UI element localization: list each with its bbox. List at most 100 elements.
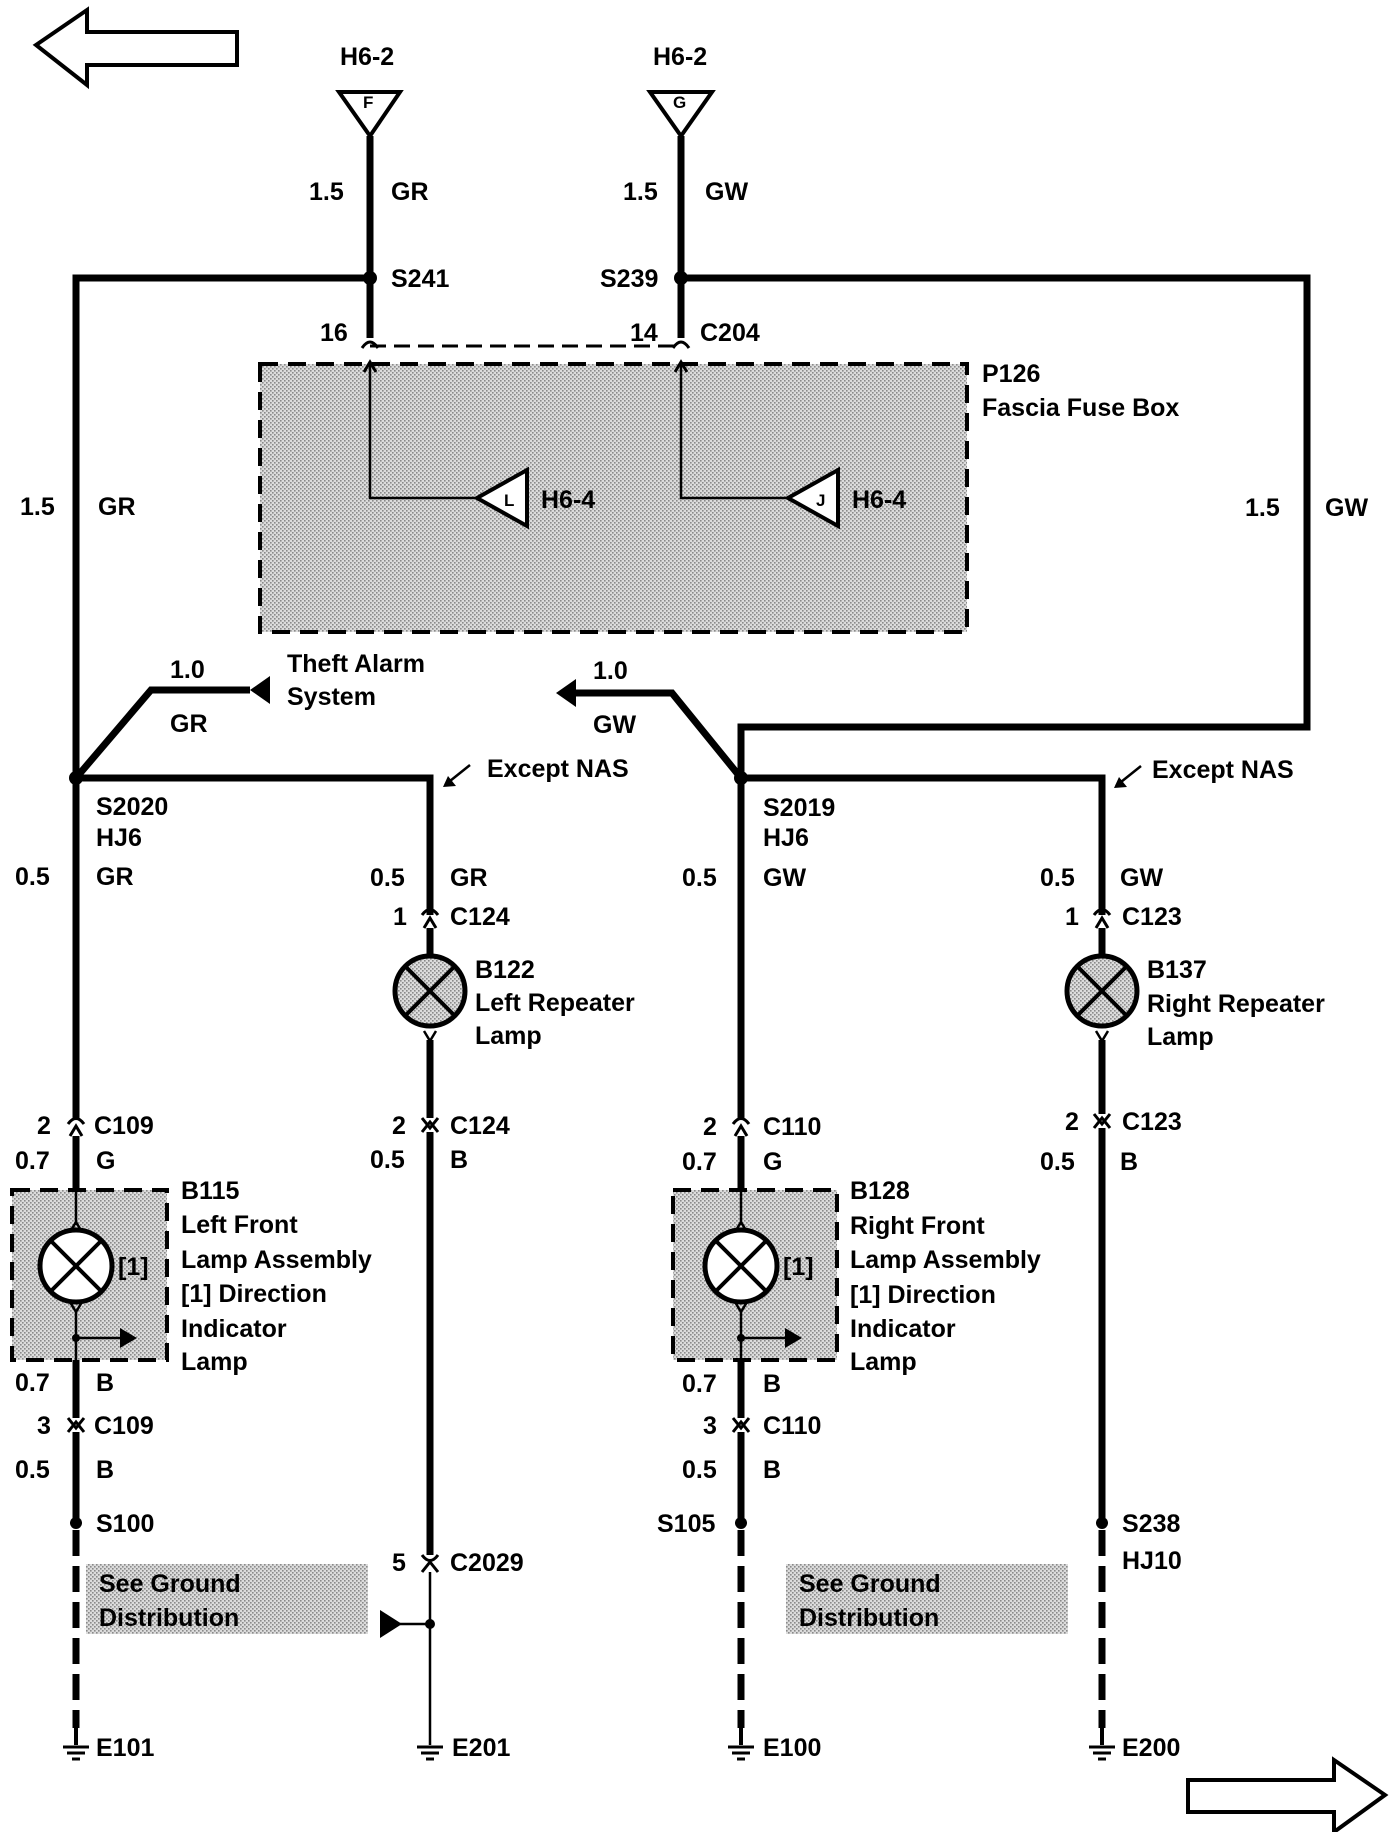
lf-in-size: 0.7: [15, 1147, 50, 1175]
lf-conn-top: C109: [94, 1112, 154, 1140]
rf-line1: Right Front: [850, 1212, 985, 1240]
lr-pin-bot: 2: [392, 1112, 406, 1140]
rf-in-color: G: [763, 1148, 782, 1176]
theft-gr-size: 1.0: [170, 656, 205, 684]
rf-line5: Lamp: [850, 1348, 917, 1376]
rf-conn-bot: C110: [763, 1412, 821, 1440]
rf-out-color: B: [763, 1370, 781, 1398]
lf-line1: Left Front: [181, 1211, 298, 1239]
theft-label-2: System: [287, 683, 376, 711]
rf-tag: [1]: [783, 1253, 814, 1281]
fuse-left-triangle-icon: [472, 466, 529, 530]
rr-pin-top: 1: [1065, 903, 1079, 931]
ground-symbol-icon: [417, 1745, 443, 1761]
rr-id: B137: [1147, 956, 1207, 984]
fuse-box-id: P126: [982, 360, 1040, 388]
lf-feed-color: GR: [96, 863, 134, 891]
lf-line2: Lamp Assembly: [181, 1246, 372, 1274]
ground-note-right: [786, 1564, 1068, 1634]
fuse-pin-gw: 14: [630, 319, 658, 347]
rf-out-size: 0.7: [682, 1370, 717, 1398]
theft-gr-color: GR: [170, 710, 208, 738]
lf-line4: Indicator: [181, 1315, 287, 1343]
input-left-letter: F: [363, 93, 373, 112]
ground-e101: E101: [96, 1734, 154, 1762]
fuse-left-ref: H6-4: [541, 486, 595, 514]
rr-conn-bot: C123: [1122, 1108, 1182, 1136]
rf-conn-top: C110: [763, 1113, 821, 1141]
input-left-ref: H6-2: [340, 43, 394, 71]
lr-id: B122: [475, 956, 535, 984]
feed-left-size: 1.5: [20, 493, 55, 521]
lf-low-color: B: [96, 1456, 114, 1484]
input-left-triangle-icon: [335, 90, 404, 140]
ground-note-left-1: See Ground: [99, 1570, 241, 1598]
theft-gw-size: 1.0: [593, 657, 628, 685]
lf-tag: [1]: [118, 1253, 149, 1281]
lf-id: B115: [181, 1177, 239, 1205]
lr-top-color: GR: [450, 864, 488, 892]
fuse-right-triangle-icon: [783, 466, 840, 530]
input-left-size: 1.5: [309, 178, 344, 206]
lr-conn-bot: C124: [450, 1112, 510, 1140]
splice-s2019-loc: HJ6: [763, 824, 809, 852]
splice-s241-label: S241: [391, 265, 449, 293]
ground-symbol-icon: [728, 1728, 754, 1761]
lr-top-size: 0.5: [370, 864, 405, 892]
rr-splice-loc: HJ10: [1122, 1547, 1182, 1575]
input-right-size: 1.5: [623, 178, 658, 206]
rf-low-size: 0.5: [682, 1456, 717, 1484]
rr-top-size: 0.5: [1040, 864, 1075, 892]
lr-line2: Lamp: [475, 1022, 542, 1050]
lamp-bulb-icon: [1064, 953, 1140, 1029]
feed-left-color: GR: [98, 493, 136, 521]
input-right-triangle-icon: [646, 90, 716, 140]
lr-bot-color: B: [450, 1146, 468, 1174]
rf-feed-color: GW: [763, 864, 806, 892]
lf-line5: Lamp: [181, 1348, 248, 1376]
rr-line1: Right Repeater: [1147, 990, 1325, 1018]
splice-s2020-loc: HJ6: [96, 824, 142, 852]
lf-conn-bot: C109: [94, 1412, 154, 1440]
ground-e201: E201: [452, 1734, 510, 1762]
theft-label-1: Theft Alarm: [287, 650, 425, 678]
right-arrow-icon[interactable]: [1186, 1756, 1389, 1832]
fuse-right-letter: J: [816, 491, 825, 510]
ground-symbol-icon: [1089, 1728, 1115, 1761]
lamp-bulb-icon: [702, 1227, 780, 1305]
splice-s2020-label: S2020: [96, 793, 168, 821]
input-right-ref: H6-2: [653, 43, 707, 71]
rf-in-size: 0.7: [682, 1148, 717, 1176]
rf-id: B128: [850, 1177, 910, 1205]
feed-right-color: GW: [1325, 494, 1368, 522]
rr-top-color: GW: [1120, 864, 1163, 892]
theft-gw-color: GW: [593, 711, 636, 739]
lf-pin-bot: 3: [37, 1412, 51, 1440]
input-right-letter: G: [673, 93, 686, 112]
lf-feed-size: 0.5: [15, 863, 50, 891]
splice-s239-label: S239: [600, 265, 658, 293]
rr-line2: Lamp: [1147, 1023, 1214, 1051]
fuse-pin-gr: 16: [320, 319, 348, 347]
rf-line4: Indicator: [850, 1315, 956, 1343]
rf-pin-top: 2: [703, 1113, 717, 1141]
splice-s238-node: [1096, 1517, 1108, 1529]
lf-in-color: G: [96, 1147, 115, 1175]
left-arrow-icon[interactable]: [32, 6, 239, 90]
lr-lower-pin: 5: [392, 1549, 406, 1577]
lr-conn-top: C124: [450, 903, 510, 931]
rf-splice: S105: [657, 1510, 715, 1538]
splice-s2019-label: S2019: [763, 794, 835, 822]
lr-line1: Left Repeater: [475, 989, 635, 1017]
splice-s105-node: [735, 1517, 747, 1529]
except-nas-left: Except NAS: [487, 755, 629, 783]
lr-lower-conn: C2029: [450, 1549, 524, 1577]
rr-bot-size: 0.5: [1040, 1148, 1075, 1176]
except-nas-right: Except NAS: [1152, 756, 1294, 784]
lamp-bulb-icon: [37, 1227, 115, 1305]
fuse-right-ref: H6-4: [852, 486, 906, 514]
lf-out-color: B: [96, 1369, 114, 1397]
lf-low-size: 0.5: [15, 1456, 50, 1484]
rf-line3: [1] Direction: [850, 1281, 996, 1309]
